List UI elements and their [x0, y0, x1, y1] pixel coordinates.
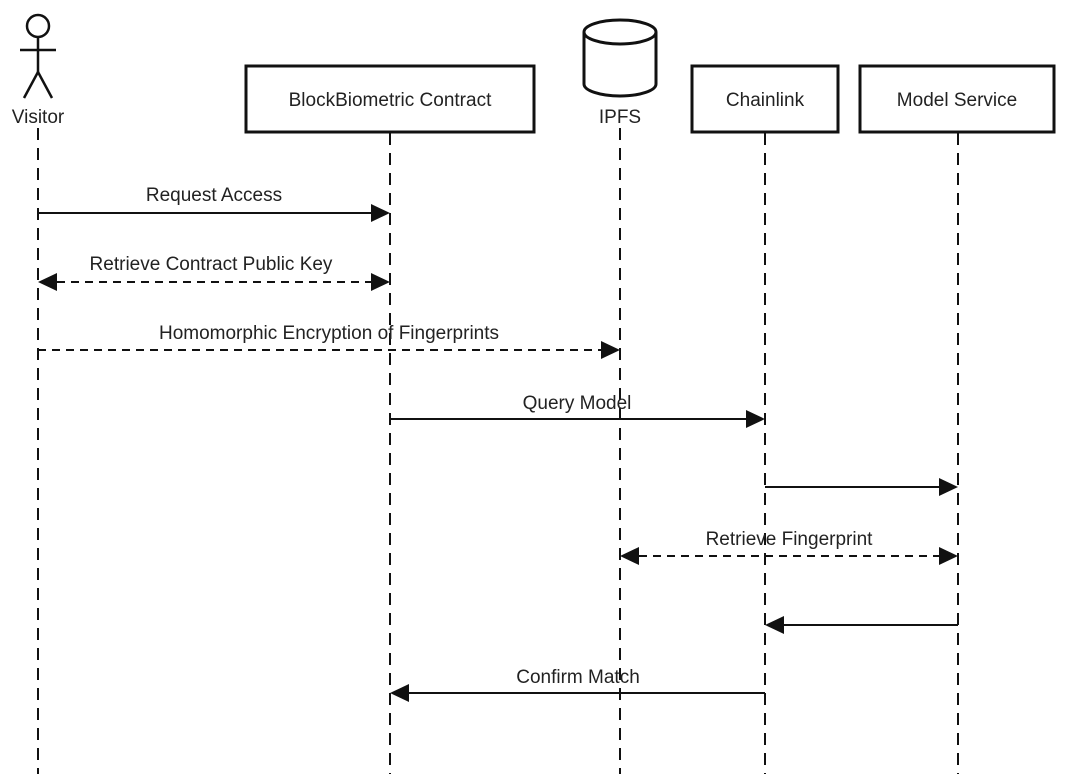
- person-icon: [20, 13, 56, 99]
- message-retrieve-contract-public-key: Retrieve Contract Public Key: [38, 254, 390, 291]
- message-label: Homomorphic Encryption of Fingerprints: [159, 323, 499, 344]
- participant-ipfs: IPFS: [582, 18, 658, 128]
- message-label: Retrieve Fingerprint: [706, 529, 874, 550]
- message-query-model: Query Model: [390, 393, 765, 428]
- participant-contract: BlockBiometric Contract: [244, 64, 536, 134]
- arrowhead: [765, 616, 784, 634]
- arrowhead: [38, 273, 57, 291]
- message-request-access: Request Access: [38, 185, 390, 222]
- participant-label-chainlink: Chainlink: [726, 90, 805, 111]
- participant-box-model: [858, 64, 1056, 134]
- message-retrieve-fingerprint: Retrieve Fingerprint: [620, 529, 958, 565]
- participant-visitor: Visitor: [12, 13, 65, 128]
- message-label: Retrieve Contract Public Key: [90, 254, 333, 275]
- arrowhead: [371, 273, 390, 291]
- message-label: Query Model: [523, 393, 632, 414]
- participant-model: Model Service: [858, 64, 1056, 134]
- arrowhead: [939, 547, 958, 565]
- arrowhead: [390, 684, 409, 702]
- participant-label-contract: BlockBiometric Contract: [289, 90, 492, 111]
- message-model-to-chainlink: [765, 616, 958, 634]
- participant-box-contract: [244, 64, 536, 134]
- participant-label-ipfs: IPFS: [599, 107, 641, 128]
- arrowhead: [601, 341, 620, 359]
- arrowhead: [371, 204, 390, 222]
- participant-box-chainlink: [690, 64, 840, 134]
- database-icon: [582, 18, 658, 98]
- message-confirm-match: Confirm Match: [390, 667, 765, 702]
- message-homomorphic-encryption: Homomorphic Encryption of Fingerprints: [38, 323, 620, 359]
- arrowhead: [746, 410, 765, 428]
- message-label: Request Access: [146, 185, 282, 206]
- participant-label-model: Model Service: [897, 90, 1017, 111]
- participant-chainlink: Chainlink: [690, 64, 840, 134]
- message-chainlink-to-model: [765, 478, 958, 496]
- arrowhead: [939, 478, 958, 496]
- participant-label-visitor: Visitor: [12, 107, 65, 128]
- message-label: Confirm Match: [516, 667, 640, 688]
- arrowhead: [620, 547, 639, 565]
